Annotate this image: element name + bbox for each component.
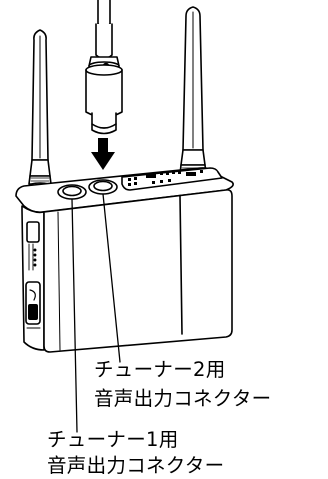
left-antenna [27,29,53,192]
tuner2-leader-line [102,193,121,363]
tuner2-label-line1: チューナー2用 [94,358,226,381]
tuner2-connector [88,179,118,195]
tuner1-label-line2: 音声出力コネクター [47,454,225,477]
audio-plug [85,0,123,135]
right-antenna [179,6,207,182]
receiver-body [15,167,234,353]
tuner1-leader-line [71,198,78,433]
leader-lines [71,193,121,433]
tuner1-label-line1: チューナー1用 [47,428,179,451]
control-panel [121,167,223,191]
tuner1-connector [57,184,87,200]
tuner2-label-line2: 音声出力コネクター [94,387,272,410]
insertion-arrow [91,138,115,170]
